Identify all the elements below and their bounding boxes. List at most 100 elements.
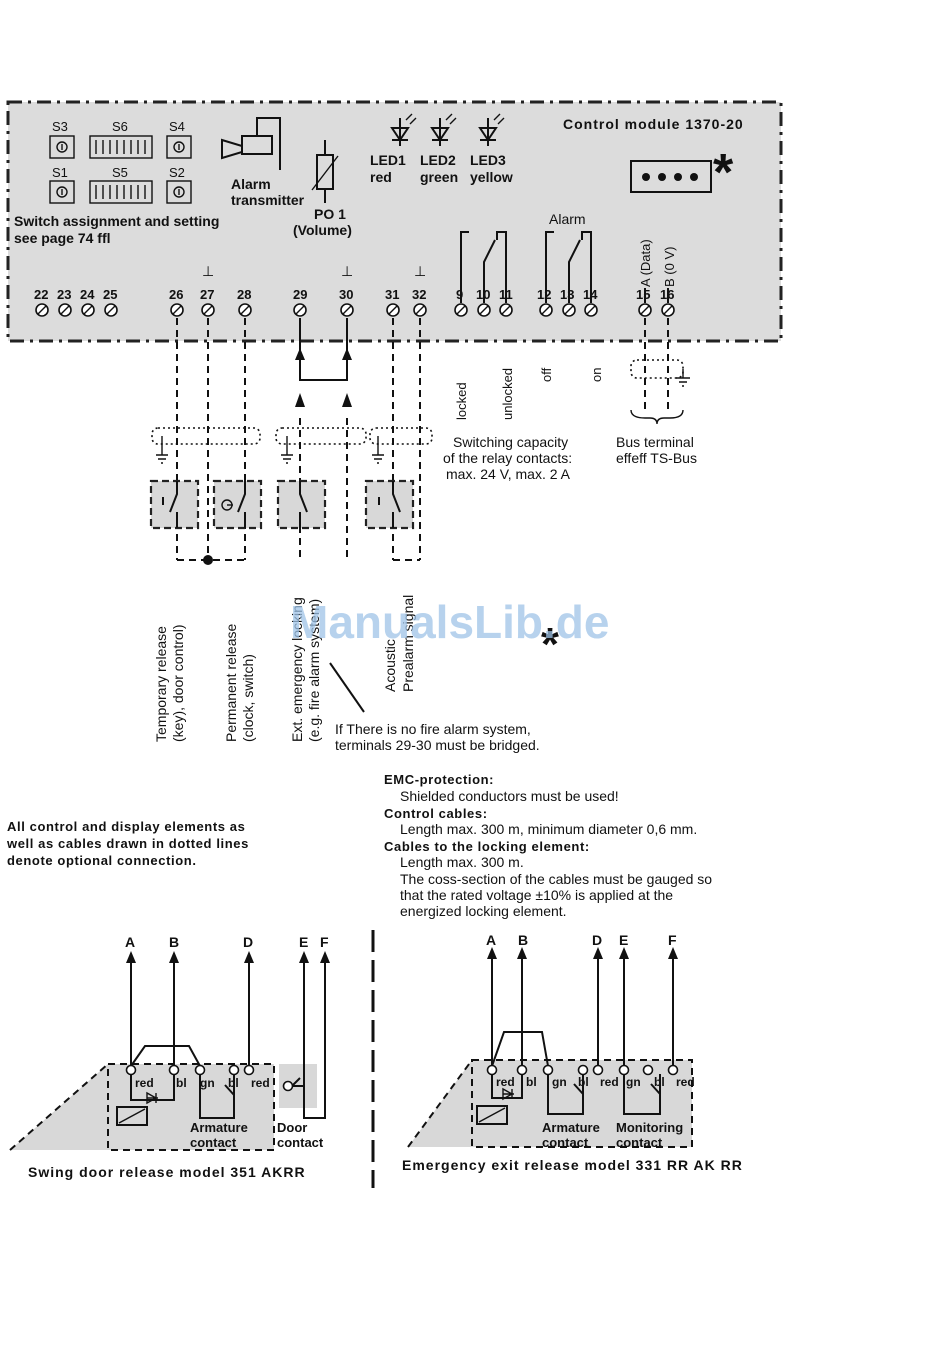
exit-letter-f: F bbox=[668, 932, 677, 948]
emergency-exit-caption: Emergency exit release model 331 RR AK R… bbox=[402, 1157, 743, 1173]
ground-30: ⊥ bbox=[341, 263, 353, 279]
swing-wire-bl2: bl bbox=[228, 1076, 239, 1090]
terminal-29-label: 29 bbox=[293, 287, 307, 302]
permanent-release-line2: (clock, switch) bbox=[240, 654, 256, 742]
terminal-28-label: 28 bbox=[237, 287, 251, 302]
terminal-13-label: 13 bbox=[560, 287, 574, 302]
terminal-screw-slot bbox=[388, 305, 398, 315]
terminal-screw-slot bbox=[564, 305, 574, 315]
terminal-screw-slot bbox=[172, 305, 182, 315]
switch-label-s1: S1 bbox=[52, 165, 68, 180]
exit-monitoring-line1: Monitoring bbox=[616, 1120, 683, 1135]
optional-note-line2: well as cables drawn in dotted lines bbox=[6, 836, 249, 851]
terminal-22-label: 22 bbox=[34, 287, 48, 302]
terminal-screw-slot bbox=[240, 305, 250, 315]
swing-armature-line2: contact bbox=[190, 1135, 237, 1150]
bus-b-label: B (0 V) bbox=[662, 247, 677, 287]
exit-wire-bl2: bl bbox=[578, 1075, 589, 1089]
terminal-screw-slot bbox=[663, 305, 673, 315]
led2-color: green bbox=[420, 169, 458, 185]
connector-pins bbox=[642, 173, 698, 181]
optional-note-line3: denote optional connection. bbox=[7, 853, 197, 868]
off-label: off bbox=[539, 367, 554, 382]
led3-color: yellow bbox=[470, 169, 513, 185]
locking-line-2: The coss-section of the cables must be g… bbox=[400, 871, 712, 887]
swing-letter-d: D bbox=[243, 934, 253, 950]
dip-switches: S3 S6 S4 S1 S5 S2 bbox=[49, 119, 192, 204]
terminal-screw-slot bbox=[60, 305, 70, 315]
terminal-screw-slot bbox=[640, 305, 650, 315]
swing-letter-b: B bbox=[169, 934, 179, 950]
po1-volume-label: (Volume) bbox=[293, 222, 352, 238]
bridge-note-line1: If There is no fire alarm system, bbox=[335, 721, 531, 737]
swing-armature-line1: Armature bbox=[190, 1120, 248, 1135]
swing-door-release bbox=[9, 951, 330, 1151]
swing-door-contact-line1: Door bbox=[277, 1120, 307, 1135]
terminal-screw-slot bbox=[295, 305, 305, 315]
swing-letter-e: E bbox=[299, 934, 308, 950]
potentiometer-icon bbox=[311, 140, 339, 203]
switching-capacity-line3: max. 24 V, max. 2 A bbox=[446, 466, 571, 482]
led1-color: red bbox=[370, 169, 392, 185]
on-label: on bbox=[589, 368, 604, 382]
terminal-screw-slot bbox=[456, 305, 466, 315]
terminal-screw-slot bbox=[501, 305, 511, 315]
terminal-screw-slot bbox=[586, 305, 596, 315]
exit-armature-line1: Armature bbox=[542, 1120, 600, 1135]
bus-a-label: A (Data) bbox=[638, 239, 653, 287]
connector-star: * bbox=[713, 144, 734, 202]
exit-wire-red: red bbox=[496, 1075, 515, 1089]
terminal-screw-slot bbox=[541, 305, 551, 315]
terminal-15-label: 15 bbox=[636, 287, 650, 302]
ground-27: ⊥ bbox=[202, 263, 214, 279]
terminal-27-label: 27 bbox=[200, 287, 214, 302]
terminal-26-label: 26 bbox=[169, 287, 183, 302]
po1-label: PO 1 bbox=[314, 206, 346, 222]
switch-label-s2: S2 bbox=[169, 165, 185, 180]
locked-label: locked bbox=[454, 382, 469, 420]
terminal-screws bbox=[35, 303, 675, 317]
ground-32: ⊥ bbox=[414, 263, 426, 279]
led3-name: LED3 bbox=[470, 152, 506, 168]
terminal-30-label: 30 bbox=[339, 287, 353, 302]
switch-note-line2: see page 74 ffl bbox=[14, 230, 111, 246]
terminal-9-label: 9 bbox=[456, 287, 463, 302]
led1-name: LED1 bbox=[370, 152, 406, 168]
terminal-screw-slot bbox=[83, 305, 93, 315]
terminal-screw-slot bbox=[342, 305, 352, 315]
input-star: * bbox=[541, 618, 559, 670]
exit-letter-b: B bbox=[518, 932, 528, 948]
switch-label-s3: S3 bbox=[52, 119, 68, 134]
terminal-25-label: 25 bbox=[103, 287, 117, 302]
exit-wire-red2: red bbox=[600, 1075, 619, 1089]
switch-note-line1: Switch assignment and setting bbox=[14, 213, 219, 229]
emergency-exit-release bbox=[407, 947, 693, 1148]
alarm-transmitter-icon bbox=[221, 117, 281, 170]
switch-label-s4: S4 bbox=[169, 119, 185, 134]
locking-cables-title: Cables to the locking element: bbox=[384, 839, 590, 854]
temporary-release-line2: (key), door control) bbox=[170, 625, 186, 742]
module-title: Control module 1370-20 bbox=[563, 116, 744, 132]
acoustic-line1: Acoustic bbox=[382, 639, 398, 692]
swing-wire-gn: gn bbox=[200, 1076, 215, 1090]
exit-wire-bl: bl bbox=[526, 1075, 537, 1089]
locking-line-3: that the rated voltage ±10% is applied a… bbox=[400, 887, 673, 903]
manualslib-watermark: ManualsLib.de bbox=[290, 596, 609, 648]
terminal-screw-slot bbox=[106, 305, 116, 315]
bridge-note-line2: terminals 29-30 must be bridged. bbox=[335, 737, 540, 753]
terminal-screw-slot bbox=[203, 305, 213, 315]
permanent-release-line1: Permanent release bbox=[223, 623, 239, 742]
bus-terminal-line2: effeff TS-Bus bbox=[616, 450, 697, 466]
input-switches bbox=[149, 479, 415, 530]
alarm-transmitter-label-1: Alarm bbox=[231, 176, 271, 192]
terminal-23-label: 23 bbox=[57, 287, 71, 302]
ground-symbols: ⊥ ⊥ ⊥ bbox=[202, 263, 426, 279]
led-icons bbox=[390, 113, 505, 146]
terminal-31-label: 31 bbox=[385, 287, 399, 302]
locking-line-4: energized locking element. bbox=[400, 903, 567, 919]
alarm-transmitter-label-2: transmitter bbox=[231, 192, 305, 208]
terminal-screw-slot bbox=[415, 305, 425, 315]
terminal-screw-slot bbox=[37, 305, 47, 315]
alarm-relay-label: Alarm bbox=[549, 211, 586, 227]
